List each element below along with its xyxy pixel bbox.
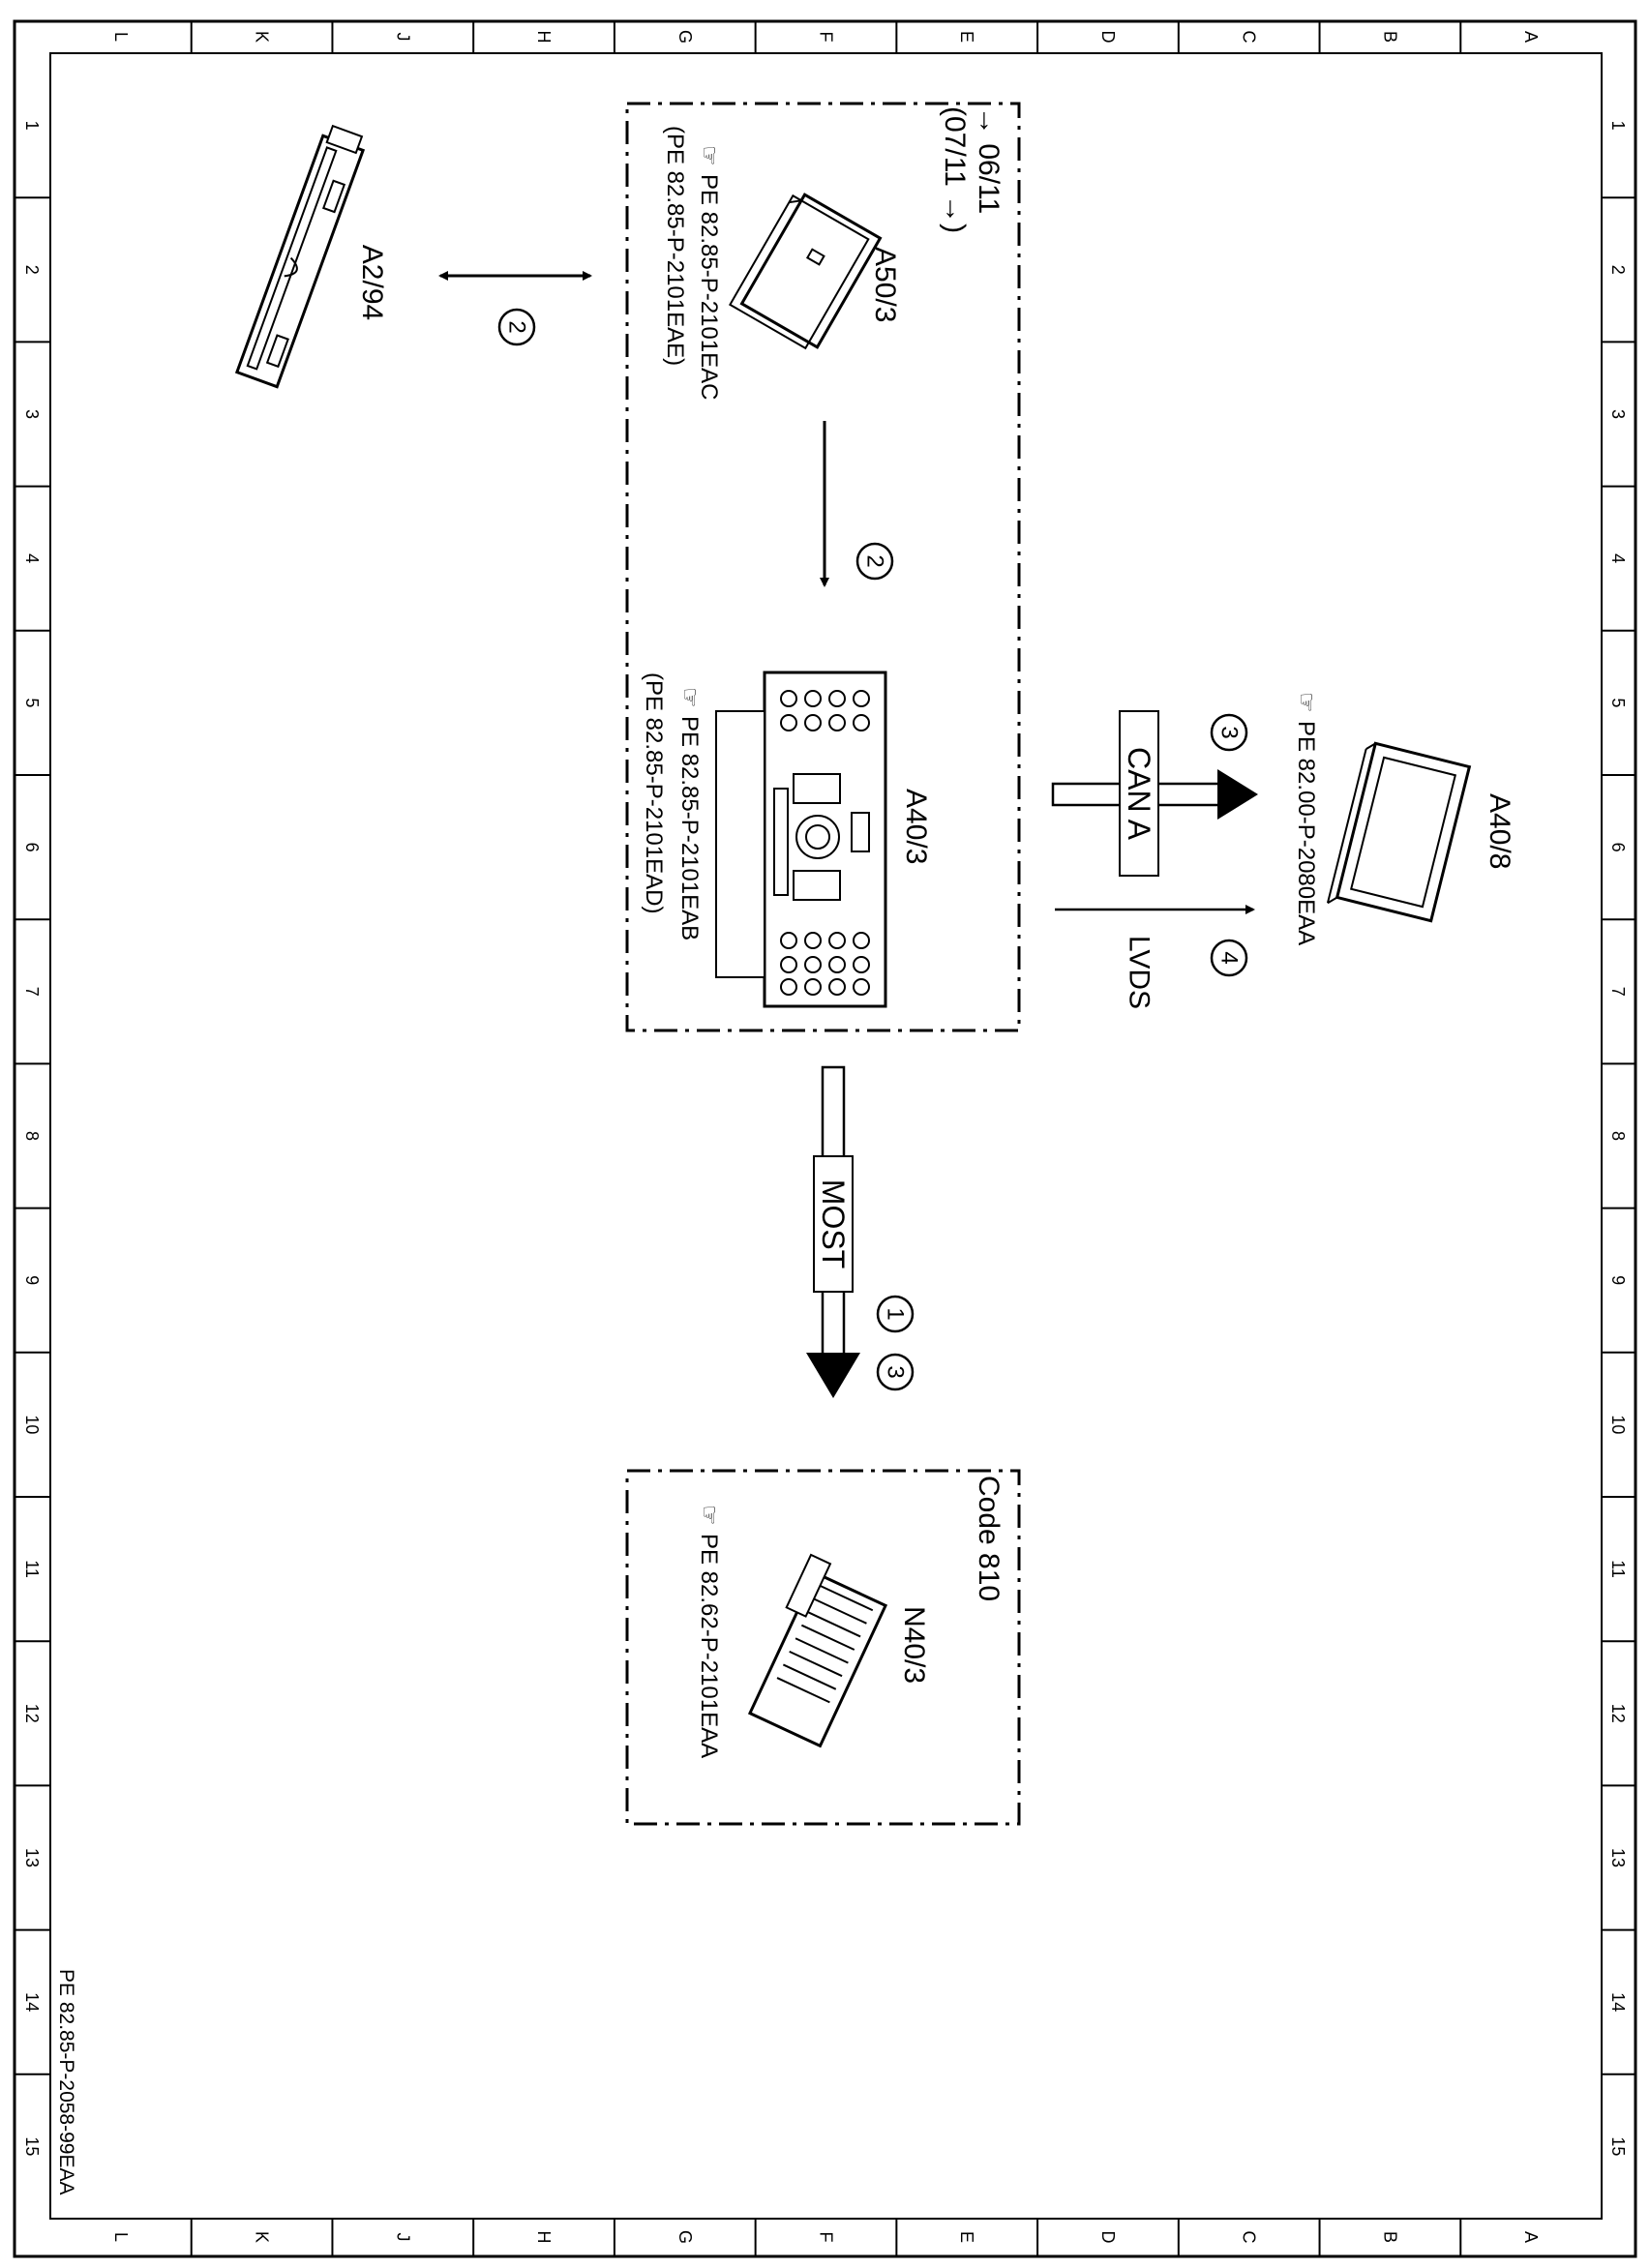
a50-3-ref-1: PE 82.85-P-2101EAC (696, 174, 722, 400)
grid-row-label: 11 (1608, 1560, 1628, 1578)
svg-text:2: 2 (504, 320, 530, 333)
grid-row-label: 3 (22, 409, 42, 419)
a2-94-a50-3-connection-number: 2 (497, 308, 536, 346)
svg-text:4: 4 (1216, 951, 1243, 964)
a40-8-label: A40/8 (1484, 793, 1515, 869)
a40-8-display (1326, 741, 1472, 923)
grid-column-label: B (1380, 31, 1399, 43)
grid-row-label: 1 (22, 121, 42, 131)
a50-3-ref-2: (PE 82.85-P-2101EAE) (662, 126, 688, 366)
most-connection-number-1: 1 (876, 1295, 915, 1333)
grid-row-label: 15 (22, 2136, 42, 2156)
grid-column-label: K (253, 2231, 272, 2243)
grid-row-label: 9 (1608, 1275, 1628, 1285)
a40-3-ref-2: (PE 82.85-P-2101EAD) (641, 672, 667, 913)
lvds-label: LVDS (1124, 936, 1155, 1009)
n40-3-module (747, 1553, 888, 1748)
grid-column-label: C (1240, 2231, 1259, 2244)
grid-column-label: F (817, 2232, 836, 2243)
grid-row-label: 12 (1608, 1704, 1628, 1723)
a50-3-validity-2: (07/11 →) (939, 106, 971, 233)
finger-icon: ☞ (1293, 692, 1319, 713)
most-connection-number-2: 3 (876, 1353, 915, 1391)
grid-row-label: 11 (22, 1560, 42, 1578)
grid-row-label: 8 (22, 1131, 42, 1141)
grid-column-label: L (111, 32, 131, 42)
grid-column-label: E (957, 2231, 976, 2243)
grid-row-label: 6 (22, 843, 42, 852)
inner-frame (49, 52, 1603, 2220)
a40-8-ref-1: PE 82.00-P-2080EAA (1293, 721, 1319, 945)
grid-row-label: 10 (1608, 1415, 1628, 1434)
grid-column-label: H (534, 31, 554, 44)
svg-text:3: 3 (883, 1365, 909, 1378)
a40-3-label: A40/3 (900, 789, 932, 864)
grid-row-label: 5 (1608, 698, 1628, 707)
can-a-label: CAN A (1122, 747, 1156, 841)
grid-row-label: 5 (22, 698, 42, 707)
most-bus-arrow (806, 1065, 860, 1398)
grid-column-label: F (817, 32, 836, 43)
grid-column-label: J (393, 33, 412, 42)
grid-row-label: 7 (1608, 987, 1628, 997)
grid-row-label: 13 (1608, 1848, 1628, 1867)
grid-row-label: 14 (22, 1992, 42, 2012)
grid-row-label: 4 (1608, 553, 1628, 563)
a2-94-module (234, 124, 366, 389)
svg-text:1: 1 (883, 1307, 909, 1320)
grid-column-label: E (957, 31, 976, 43)
lvds-connection-number: 4 (1210, 939, 1248, 977)
a50-3-a40-3-connection-number: 2 (855, 542, 894, 581)
can-a-connection-number: 3 (1210, 713, 1248, 752)
grid-column-label: C (1240, 31, 1259, 44)
most-label: MOST (816, 1179, 851, 1268)
grid-column-label: A (1521, 31, 1541, 43)
grid-column-label: K (253, 31, 272, 43)
grid-row-label: 10 (22, 1415, 42, 1434)
grid-row-label: 14 (1608, 1992, 1628, 2012)
grid-row-label: 9 (22, 1275, 42, 1285)
a50-3-label: A50/3 (869, 247, 901, 322)
finger-icon: ☞ (676, 687, 703, 708)
n40-3-label: N40/3 (898, 1606, 930, 1684)
finger-icon: ☞ (696, 145, 722, 166)
grid-column-label: H (534, 2231, 554, 2244)
a50-3-module (729, 193, 883, 350)
n40-3-ref-1: PE 82.62-P-2101EAA (696, 1534, 722, 1758)
grid-row-label: 6 (1608, 843, 1628, 852)
grid-row-label: 15 (1608, 2136, 1628, 2156)
grid-row-label: 1 (1608, 121, 1628, 131)
grid-column-label: A (1521, 2231, 1541, 2243)
grid-row-label: 3 (1608, 409, 1628, 419)
grid-column-label: G (675, 2230, 695, 2244)
grid-row-label: 4 (22, 553, 42, 563)
can-a-bus-arrow (1051, 710, 1258, 877)
a2-94-label: A2/94 (356, 245, 388, 320)
a50-3-validity-1: → 06/11 (973, 106, 1005, 214)
a50-3-a40-3-enclosure (625, 102, 1021, 1032)
finger-icon: ☞ (696, 1505, 722, 1526)
svg-text:2: 2 (862, 554, 888, 567)
grid-row-label: 13 (22, 1848, 42, 1867)
a40-3-head-unit (715, 671, 887, 1008)
drawing-number: PE 82.85-P-2058-99EAA (55, 1969, 77, 2194)
n40-3-code: Code 810 (973, 1476, 1005, 1601)
grid-row-label: 8 (1608, 1131, 1628, 1141)
grid-column-label: D (1098, 31, 1118, 44)
svg-text:3: 3 (1216, 726, 1243, 738)
outer-frame (13, 19, 1637, 2258)
grid-row-label: 2 (22, 265, 42, 275)
grid-column-label: B (1380, 2231, 1399, 2243)
grid-column-label: L (111, 2232, 131, 2242)
grid-row-label: 2 (1608, 265, 1628, 275)
grid-row-label: 12 (22, 1704, 42, 1723)
grid-row-label: 7 (22, 987, 42, 997)
n40-3-enclosure (625, 1469, 1021, 1826)
a40-3-ref-1: PE 82.85-P-2101EAB (676, 716, 703, 940)
grid-column-label: G (675, 30, 695, 44)
grid-column-label: J (393, 2233, 412, 2242)
grid-column-label: D (1098, 2231, 1118, 2244)
